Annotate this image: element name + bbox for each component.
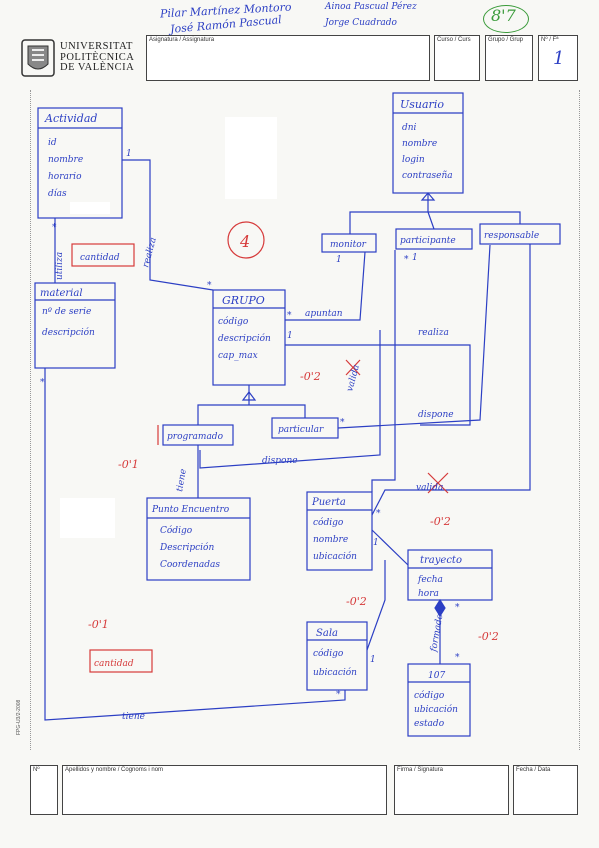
class-usuario-name: Usuario (400, 98, 444, 111)
footer-sign-field[interactable]: Firma / Signatura (394, 765, 509, 815)
score-value: 8'7 (491, 6, 516, 25)
assoc-formado: formado (429, 613, 446, 654)
punto-attr-1: Código (160, 525, 193, 536)
class-grupo-name: GRUPO (222, 294, 265, 307)
course-field[interactable]: Curso / Curs (434, 35, 480, 81)
puerta-attr-2: nombre (313, 535, 348, 545)
mult-14: 1 (412, 253, 418, 263)
mult-5: * (287, 311, 292, 321)
punto-attr-3: Coordenadas (160, 560, 220, 570)
usuario-attr-2: nombre (402, 139, 437, 149)
author-name-3: Ainoa Pascual Pérez (325, 2, 417, 12)
deduction-6: -0'1 (88, 618, 109, 631)
assoc-valida-1: valida (345, 364, 362, 393)
footer-num-field[interactable]: Nº (30, 765, 58, 815)
class-trayecto-name: trayecto (420, 555, 462, 566)
score-circle (483, 5, 529, 33)
assoc-tiene-2: tiene (122, 712, 145, 722)
punto-attr-2: Descripción (159, 542, 214, 553)
actividad-attr-4: días (48, 188, 67, 199)
107-attr-2: ubicación (414, 704, 458, 715)
mult-7: * (340, 418, 345, 428)
mult-2: * (207, 281, 212, 291)
assoc-dispone-1: dispone (418, 410, 454, 420)
material-attr-2: descripción (42, 327, 95, 338)
assoc-realiza-2: realiza (418, 328, 449, 338)
class-material-name: material (40, 288, 83, 299)
author-name-4: Jorge Cuadrado (325, 18, 397, 28)
assoc-tiene-1: tiene (175, 468, 189, 492)
sala-attr-1: código (313, 648, 344, 659)
group-field[interactable]: Grupo / Grup (485, 35, 533, 81)
class-sala-name: Sala (316, 628, 338, 639)
assoc-realiza-1: realiza (141, 236, 159, 268)
107-attr-1: código (414, 690, 445, 701)
redaction-patch-1 (225, 117, 277, 199)
deduction-3: -0'2 (430, 515, 451, 528)
mult-15: * (404, 255, 409, 265)
grupo-attr-2: descripción (218, 333, 271, 344)
deduction-5: -0'2 (478, 630, 499, 643)
actividad-attr-3: horario (48, 172, 82, 182)
puerta-attr-3: ubicación (313, 551, 357, 562)
class-participante-name: participante (400, 236, 456, 246)
assoc-utiliza: utiliza (55, 252, 65, 280)
mult-6: 1 (287, 331, 293, 341)
class-107-name: 107 (428, 671, 445, 681)
usuario-attr-1: dni (402, 123, 417, 133)
subject-field[interactable]: Asignatura / Assignatura (146, 35, 430, 81)
deduction-2: -0'1 (118, 458, 139, 471)
mult-16: 1 (336, 255, 342, 265)
deduction-4: -0'2 (346, 595, 367, 608)
assoc-valida-2: valida (416, 483, 443, 493)
attr-cantidad: cantidad (80, 253, 120, 263)
usuario-attr-3: login (402, 155, 425, 165)
class-actividad-name: Actividad (44, 112, 97, 125)
mult-9: 1 (373, 538, 379, 548)
page-field[interactable]: Nº / Fª 1 (538, 35, 578, 81)
trayecto-attr-1: fecha (417, 575, 443, 585)
class-responsable-name: responsable (484, 231, 539, 241)
deduction-1: -0'2 (300, 370, 321, 383)
redaction-patch-2 (60, 498, 115, 538)
actividad-attr-1: id (48, 138, 57, 148)
margin-frame (30, 90, 580, 750)
page-number: 1 (553, 48, 565, 69)
class-monitor-name: monitor (330, 240, 367, 250)
university-name: UNIVERSITAT POLITÈCNICA DE VALÈNCIA (60, 41, 135, 73)
actividad-attr-2: nombre (48, 155, 83, 165)
grupo-attr-3: cap_max (218, 351, 258, 361)
usuario-attr-4: contraseña (402, 171, 453, 181)
mult-8: * (376, 509, 381, 519)
mult-13: * (455, 653, 460, 663)
footer-side-code: FPG-U3/2-2008 (16, 699, 22, 735)
mult-1: 1 (126, 149, 132, 159)
sala-attr-2: ubicación (313, 667, 357, 678)
trayecto-attr-2: hora (418, 589, 439, 599)
assoc-dispone-2: dispone (262, 456, 298, 466)
footer-name-field[interactable]: Apellidos y nombre / Cognoms i nom (62, 765, 387, 815)
grade-mark: 4 (239, 232, 250, 251)
assoc-apuntan: apuntan (305, 309, 343, 319)
class-programado-name: programado (167, 432, 224, 442)
attr-cantidad-2: cantidad (94, 659, 134, 669)
material-attr-1: nº de serie (42, 307, 91, 317)
class-puerta-name: Puerta (311, 497, 346, 508)
redaction-patch-3 (70, 202, 110, 214)
mult-12: * (455, 603, 460, 613)
footer-date-field[interactable]: Fecha / Data (513, 765, 578, 815)
university-logo (21, 39, 55, 77)
puerta-attr-1: código (313, 517, 344, 528)
107-attr-3: estado (414, 719, 445, 729)
mult-11: * (336, 690, 341, 700)
class-punto-name: Punto Encuentro (151, 505, 230, 515)
class-particular-name: particular (278, 425, 324, 435)
mult-3: * (52, 223, 57, 233)
mult-10: 1 (370, 655, 376, 665)
grupo-attr-1: código (218, 316, 249, 327)
mult-4: * (40, 378, 45, 388)
